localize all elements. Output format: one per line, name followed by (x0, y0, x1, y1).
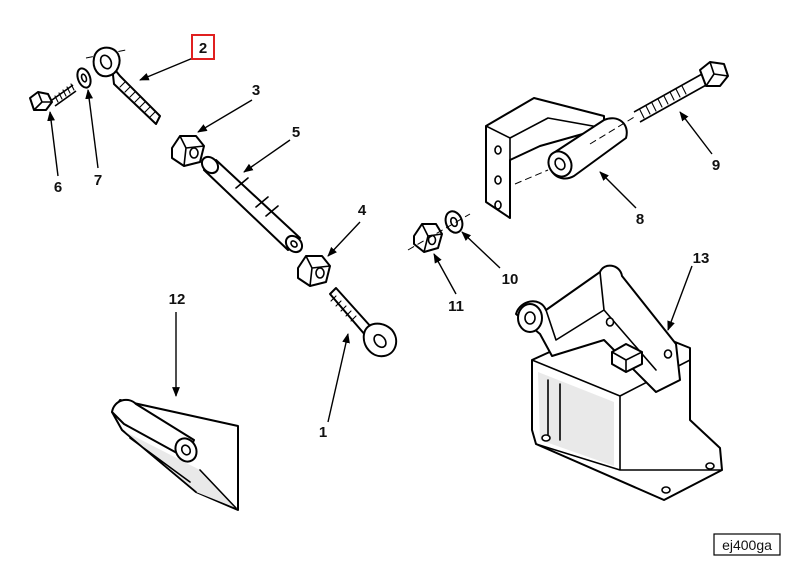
part-1-rod-end[interactable] (329, 287, 398, 358)
part-12-foot-block[interactable] (111, 398, 239, 511)
leader-8 (599, 171, 637, 209)
part-13-mount-base[interactable] (515, 264, 723, 501)
leader-1 (327, 333, 350, 423)
callout-1[interactable]: 1 (319, 424, 327, 441)
part-3-hex-nut[interactable] (171, 135, 205, 167)
drawing-id-box (713, 533, 781, 556)
part-7-washer[interactable] (75, 67, 93, 90)
leader-10 (461, 231, 501, 269)
callout-2-highlight-box (191, 34, 215, 60)
leader-6 (47, 111, 59, 177)
callout-13[interactable]: 13 (693, 250, 710, 267)
callout-10[interactable]: 10 (502, 271, 519, 288)
part-2-rod-end[interactable] (85, 46, 161, 125)
part-5-shaft[interactable] (199, 154, 306, 256)
leader-3 (197, 99, 253, 133)
leader-2 (139, 57, 194, 81)
callout-9[interactable]: 9 (712, 157, 720, 174)
leader-11 (433, 253, 457, 295)
callout-11[interactable]: 11 (448, 298, 464, 315)
part-4-hex-nut[interactable] (297, 255, 331, 287)
part-6-hex-bolt[interactable] (29, 83, 77, 111)
callout-5[interactable]: 5 (292, 124, 300, 141)
callout-8[interactable]: 8 (636, 211, 644, 228)
part-8-bracket[interactable] (485, 97, 637, 219)
part-9-long-bolt[interactable] (633, 61, 729, 123)
leader-lines (47, 57, 713, 423)
part-10-11-axis-line (407, 213, 471, 251)
callout-7[interactable]: 7 (94, 172, 102, 189)
callout-12[interactable]: 12 (169, 291, 186, 308)
drawing-id: ej400ga (722, 537, 772, 553)
leader-4 (327, 221, 361, 257)
callout-3[interactable]: 3 (252, 82, 260, 99)
callout-2[interactable]: 2 (199, 40, 207, 57)
callout-4[interactable]: 4 (358, 202, 367, 219)
leader-5 (243, 139, 291, 173)
leader-9 (679, 111, 713, 155)
callout-6[interactable]: 6 (54, 179, 62, 196)
leader-7 (85, 89, 99, 169)
leader-13 (667, 265, 693, 331)
part-10-washer[interactable] (443, 209, 466, 235)
